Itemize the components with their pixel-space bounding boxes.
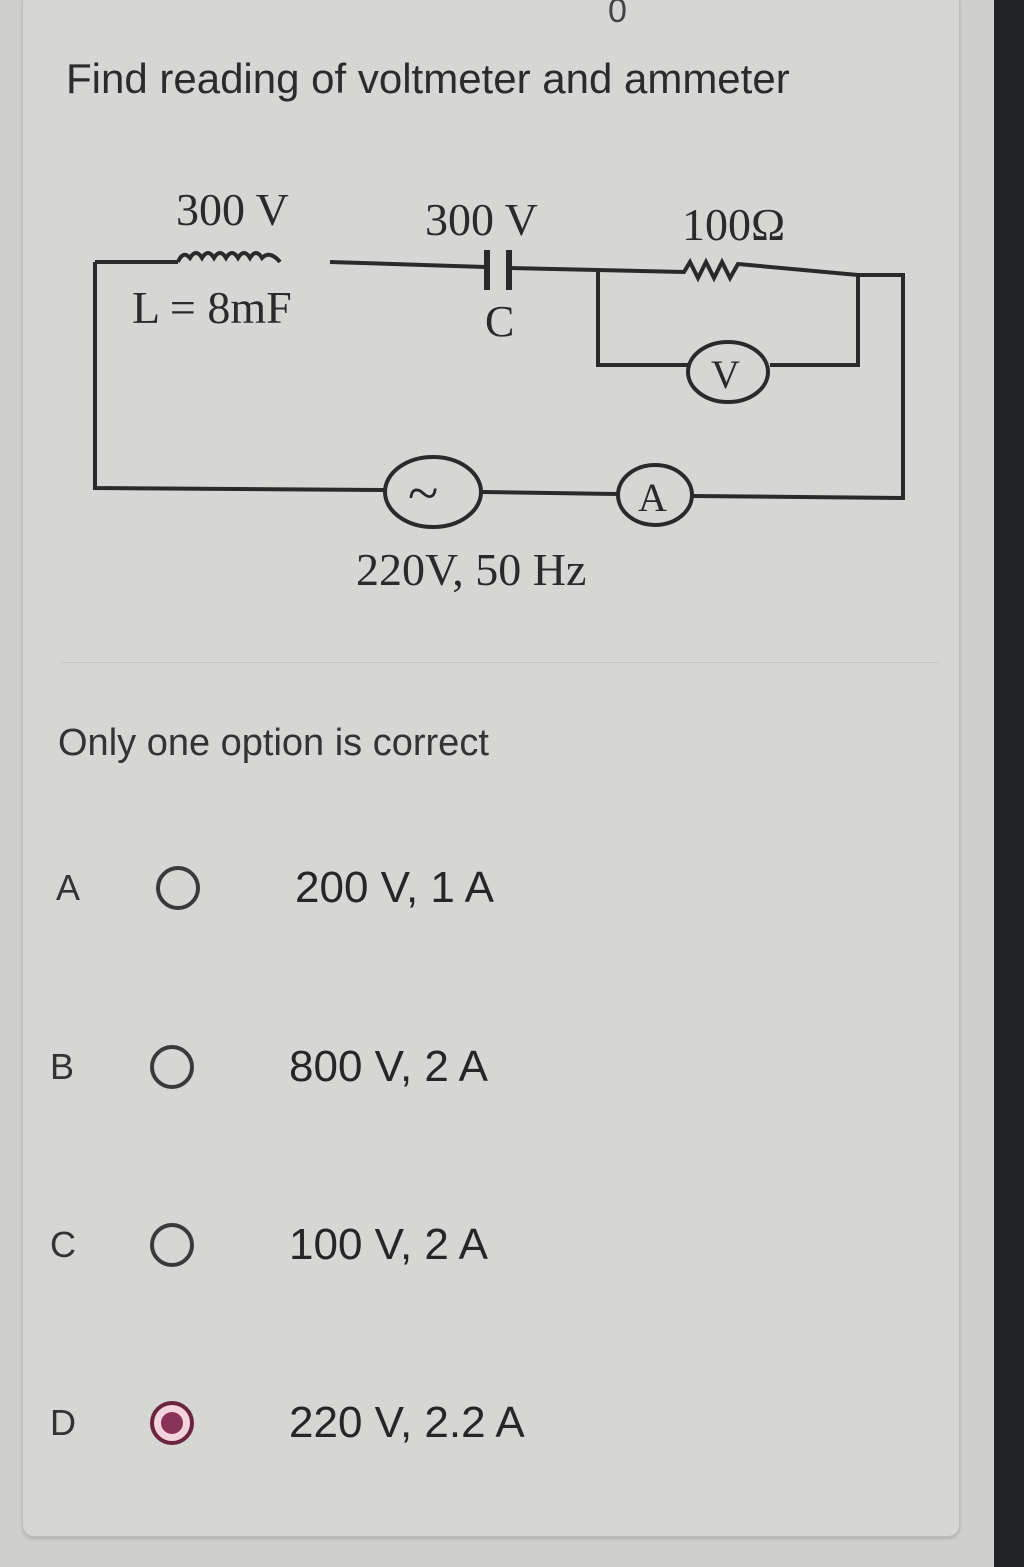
option-d[interactable]: D 220 V, 2.2 A [44,1388,525,1458]
source-label: 220V, 50 Hz [356,544,586,595]
radio-dot [161,1412,183,1434]
ammeter [616,463,694,527]
option-text: 800 V, 2 A [289,1042,489,1091]
instruction-text: Only one option is correct [58,722,489,764]
divider [62,662,938,663]
inductor-voltage: 300 V [176,184,289,235]
resistor-label: 100Ω [682,199,785,250]
question-text: Find reading of voltmeter and ammeter [66,55,790,102]
option-letter: C [50,1224,76,1265]
option-text: 200 V, 1 A [295,863,495,912]
voltmeter-symbol: V [711,352,740,397]
capacitor [484,250,512,290]
option-b[interactable]: B 800 V, 2 A [44,1032,488,1102]
option-text: 220 V, 2.2 A [289,1398,525,1447]
ammeter-symbol: A [638,475,667,520]
voltmeter [686,340,770,404]
ac-source [383,455,483,529]
option-letter: D [50,1402,76,1443]
option-text: 100 V, 2 A [289,1220,489,1269]
resistor [597,257,859,283]
circuit-diagram: 300 V L = 8mF 300 V C 100Ω V A ~ 220V, 5… [93,184,905,595]
question-card [22,0,960,1537]
screen-bezel [994,0,1024,1567]
inductor-label: L = 8mF [132,282,292,333]
inductor [176,251,282,264]
radio-button[interactable] [150,1045,194,1089]
source-symbol: ~ [408,463,438,525]
partial-text: 0 [608,0,627,30]
option-letter: B [50,1046,75,1087]
option-c[interactable]: C 100 V, 2 A [44,1210,488,1280]
capacitor-label: C [485,297,514,346]
radio-button[interactable] [150,1223,194,1267]
radio-button[interactable] [156,866,200,910]
option-a[interactable]: A 200 V, 1 A [50,853,494,923]
radio-button-selected[interactable] [150,1401,194,1445]
capacitor-voltage: 300 V [425,194,538,245]
option-letter: A [56,867,81,908]
